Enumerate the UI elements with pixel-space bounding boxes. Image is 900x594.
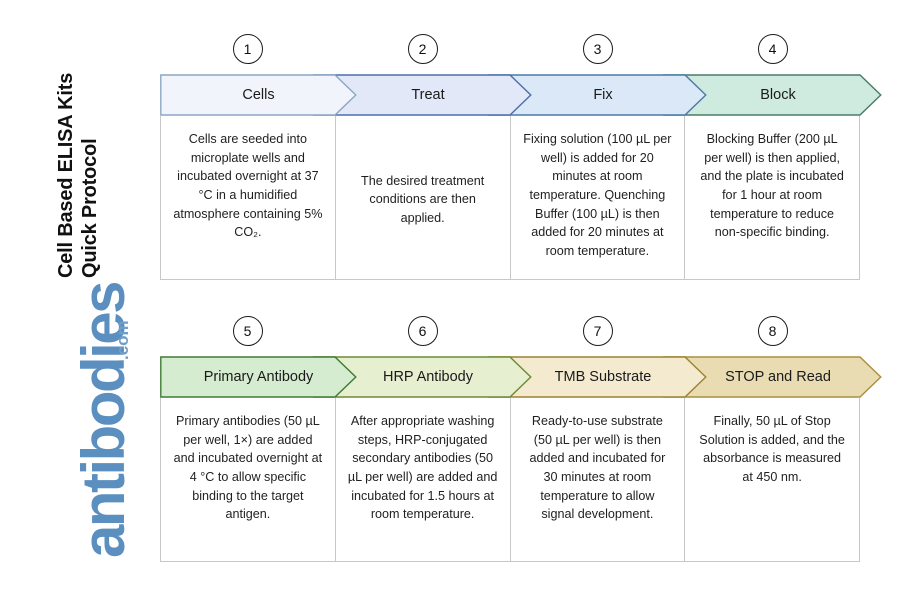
chevron-bar: Cells Treat Fix Block bbox=[160, 74, 882, 116]
chevron-step-label: Treat bbox=[411, 87, 445, 103]
step-description-text: Blocking Buffer (200 µL per well) is the… bbox=[700, 132, 844, 240]
chevron-step-label: STOP and Read bbox=[725, 369, 831, 385]
brand-column: Cell Based ELISA Kits Quick Protocol ant… bbox=[0, 0, 155, 594]
chevron-step[interactable]: Primary Antibody bbox=[160, 356, 357, 398]
page-title: Cell Based ELISA Kits Quick Protocol bbox=[55, 72, 102, 278]
step-description-cell: Primary antibodies (50 µL per well, 1×) … bbox=[161, 398, 336, 561]
step-description-cell: Ready-to-use substrate (50 µL per well) … bbox=[511, 398, 686, 561]
step-number-badge: 2 bbox=[407, 34, 438, 64]
step-description-text: Finally, 50 µL of Stop Solution is added… bbox=[699, 414, 845, 484]
step-description-cell: Fixing solution (100 µL per well) is add… bbox=[511, 116, 686, 279]
step-number-strip: 1 2 3 4 bbox=[160, 34, 860, 74]
step-number-badge: 4 bbox=[757, 34, 788, 64]
step-number-badge: 3 bbox=[582, 34, 613, 64]
chevron-step[interactable]: Cells bbox=[160, 74, 357, 116]
step-description-text: Ready-to-use substrate (50 µL per well) … bbox=[529, 414, 666, 522]
brand-logo: antibodies .com bbox=[30, 283, 150, 565]
chevron-bar: Primary Antibody HRP Antibody TMB Substrat… bbox=[160, 356, 882, 398]
step-number-badge: 5 bbox=[232, 316, 263, 346]
step-number-badge: 6 bbox=[407, 316, 438, 346]
chevron-shape bbox=[160, 74, 357, 116]
step-number-badge: 7 bbox=[582, 316, 613, 346]
step-description-row: Cells are seeded into microplate wells a… bbox=[160, 116, 860, 280]
step-description-text: The desired treatment conditions are the… bbox=[361, 173, 485, 225]
chevron-step-label: Block bbox=[760, 87, 796, 103]
step-number-badge: 1 bbox=[232, 34, 263, 64]
step-description-text: Cells are seeded into microplate wells a… bbox=[173, 132, 323, 240]
step-description-text: After appropriate washing steps, HRP-con… bbox=[347, 414, 498, 522]
chevron-step-label: Cells bbox=[242, 87, 275, 103]
step-description-row: Primary antibodies (50 µL per well, 1×) … bbox=[160, 398, 860, 562]
chevron-shape bbox=[160, 356, 357, 398]
chevron-step-label: TMB Substrate bbox=[554, 369, 652, 385]
step-description-cell: Finally, 50 µL of Stop Solution is added… bbox=[685, 398, 859, 561]
step-description-cell: The desired treatment conditions are the… bbox=[336, 116, 511, 279]
brand-logo-tld: .com bbox=[113, 320, 132, 360]
step-description-text: Fixing solution (100 µL per well) is add… bbox=[523, 132, 672, 258]
chevron-step-label: Fix bbox=[593, 87, 613, 103]
chevron-step-label: Primary Antibody bbox=[203, 369, 314, 385]
chevron-step[interactable]: Fix bbox=[488, 74, 707, 116]
step-description-cell: After appropriate washing steps, HRP-con… bbox=[336, 398, 511, 561]
chevron-step[interactable]: HRP Antibody bbox=[313, 356, 532, 398]
step-number-strip: 5 6 7 8 bbox=[160, 316, 860, 356]
chevron-step-label: HRP Antibody bbox=[382, 369, 473, 385]
step-description-cell: Blocking Buffer (200 µL per well) is the… bbox=[685, 116, 859, 279]
step-number-badge: 8 bbox=[757, 316, 788, 346]
chevron-step[interactable]: TMB Substrate bbox=[488, 356, 707, 398]
step-description-text: Primary antibodies (50 µL per well, 1×) … bbox=[173, 414, 323, 522]
step-description-cell: Cells are seeded into microplate wells a… bbox=[161, 116, 336, 279]
